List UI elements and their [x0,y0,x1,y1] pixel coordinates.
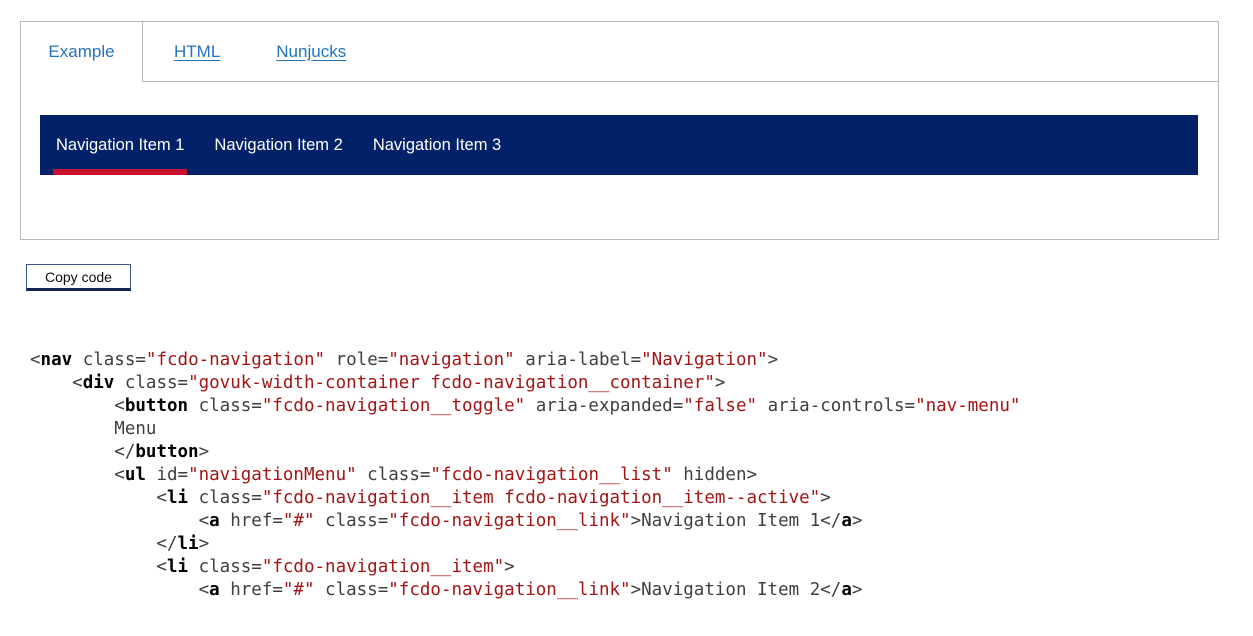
tab-links-row: HTML Nunjucks [143,22,1218,82]
example-frame-content: Navigation Item 1 Navigation Item 2 Naviga… [21,82,1218,175]
code-block: <nav class="fcdo-navigation" role="navig… [30,349,1020,602]
fcdo-navigation-demo: Navigation Item 1 Navigation Item 2 Naviga… [40,115,1198,175]
code-line: <div class="govuk-width-container fcdo-n… [30,373,726,393]
code-line: </button> [30,442,210,462]
code-line: <nav class="fcdo-navigation" role="navig… [30,350,779,370]
demo-nav-link[interactable]: Navigation Item 2 [214,135,343,154]
code-line: <a href="#" class="fcdo-navigation__link… [30,511,863,531]
code-line: </li> [30,534,210,554]
code-line: <li class="fcdo-navigation__item"> [30,557,515,577]
demo-nav-item: Navigation Item 3 [370,115,504,175]
demo-nav-link[interactable]: Navigation Item 1 [56,135,185,154]
tab-html[interactable]: HTML [174,41,221,61]
tab-nunjucks[interactable]: Nunjucks [276,41,347,61]
demo-nav-link[interactable]: Navigation Item 3 [372,135,502,154]
code-line: Menu [30,419,157,439]
tab-example[interactable]: Example [21,22,143,82]
code-line: <ul id="navigationMenu" class="fcdo-navi… [30,465,758,485]
tab-bar: Example HTML Nunjucks [21,22,1218,82]
demo-nav-item: Navigation Item 2 [211,115,345,175]
demo-nav-list: Navigation Item 1 Navigation Item 2 Naviga… [40,115,528,175]
code-line: <button class="fcdo-navigation__toggle" … [30,396,1021,416]
copy-code-button[interactable]: Copy code [26,264,131,291]
code-line: <li class="fcdo-navigation__item fcdo-na… [30,488,831,508]
code-line: <a href="#" class="fcdo-navigation__link… [30,580,863,600]
demo-nav-item: Navigation Item 1 [53,115,188,175]
